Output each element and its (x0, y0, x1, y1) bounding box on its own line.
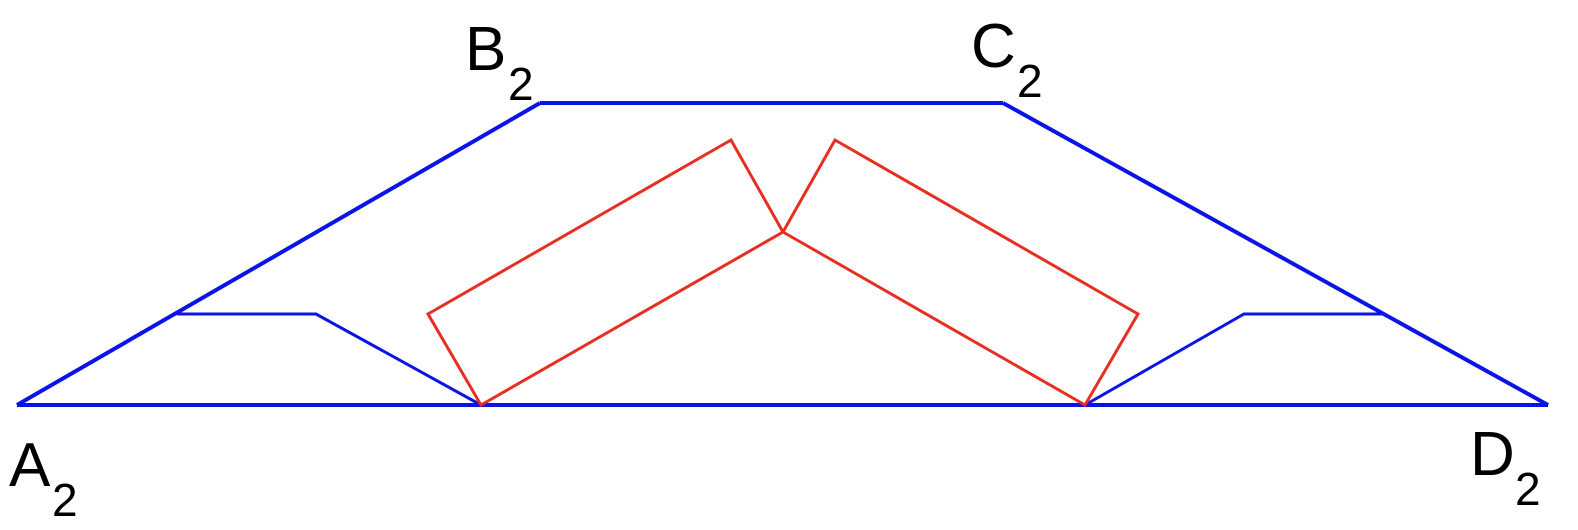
red-rectangle-left (425, 137, 786, 408)
inner-rectangles (425, 137, 1141, 408)
small-trapezoid-right (1084, 312, 1382, 407)
segment-a2-b2 (15, 101, 542, 407)
vertex-label-c2: C2 (971, 12, 1043, 107)
vertex-label-b2: B2 (465, 15, 534, 110)
red-rectangle-right (780, 137, 1141, 408)
small-trapezoid-left (177, 312, 482, 407)
vertex-label-a2: A2 (9, 431, 78, 526)
outer-trapezoid (15, 101, 1549, 407)
vertex-label-d2: D2 (1470, 420, 1541, 515)
segment-c2-d2 (1002, 101, 1549, 407)
small-trapezoids (177, 312, 1382, 407)
